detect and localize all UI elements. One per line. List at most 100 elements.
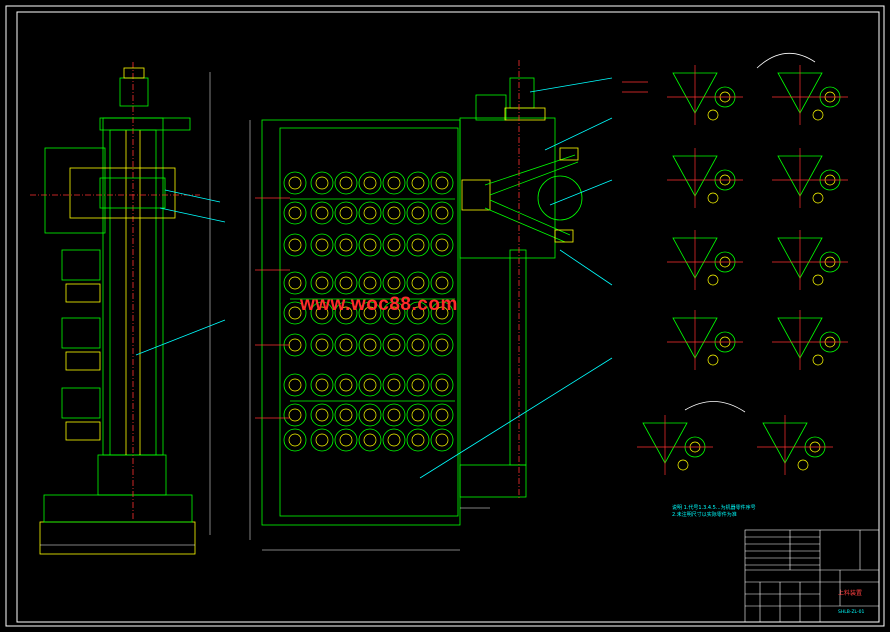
roller-outer [283, 301, 307, 325]
roller-inner [363, 206, 377, 220]
roller-outer [283, 171, 307, 195]
roller-outer [430, 233, 454, 257]
drawing-note: 说明 1.代号1.3.4.5...为机器零件序号 2.未注明尺寸以实际零件为准 [672, 505, 756, 519]
roller-inner [339, 378, 353, 392]
roller-outer [358, 373, 382, 397]
roller-outer [358, 171, 382, 195]
roller-outer [406, 333, 430, 357]
roller-outer [310, 233, 334, 257]
roller-inner [411, 238, 425, 252]
roller-outer [310, 271, 334, 295]
roller-inner [435, 206, 449, 220]
roller-outer [406, 233, 430, 257]
roller-outer [406, 201, 430, 225]
roller-outer [283, 271, 307, 295]
guide-pin [812, 109, 824, 121]
roller-inner [411, 338, 425, 352]
roller-inner [288, 306, 302, 320]
roller-outer [406, 403, 430, 427]
guide-pin [797, 459, 809, 471]
roller-outer [406, 171, 430, 195]
roller-inner [363, 238, 377, 252]
roller-inner [315, 176, 329, 190]
roller-inner [315, 378, 329, 392]
note-line-1: 说明 1.代号1.3.4.5...为机器零件序号 [672, 505, 756, 511]
roller-grid [283, 171, 455, 452]
roller-outer [334, 403, 358, 427]
roller-inner [363, 378, 377, 392]
guide-pin [707, 109, 719, 121]
roller-outer [430, 403, 454, 427]
sheet-outer-border [5, 5, 885, 627]
guide-pin [812, 192, 824, 204]
roller-outer [382, 333, 406, 357]
roller-inner [288, 408, 302, 422]
roller-inner [411, 378, 425, 392]
roller-inner [411, 433, 425, 447]
left-side-view [30, 62, 226, 555]
roller-outer [430, 271, 454, 295]
guide-pin [707, 192, 719, 204]
roller-outer [430, 301, 454, 325]
roller-outer [358, 271, 382, 295]
roller-inner [387, 433, 401, 447]
roller-outer [430, 428, 454, 452]
roller-inner [315, 408, 329, 422]
roller-inner [411, 408, 425, 422]
roller-inner [435, 276, 449, 290]
roller-inner [315, 276, 329, 290]
roller-inner [288, 378, 302, 392]
roller-inner [339, 206, 353, 220]
guide-pin [812, 274, 824, 286]
roller-outer [283, 201, 307, 225]
roller-inner [339, 433, 353, 447]
roller-outer [358, 428, 382, 452]
roller-inner [435, 338, 449, 352]
roller-outer [382, 201, 406, 225]
roller-outer [382, 403, 406, 427]
roller-inner [435, 433, 449, 447]
roller-outer [358, 301, 382, 325]
roller-outer [310, 201, 334, 225]
roller-outer [310, 333, 334, 357]
roller-inner [387, 276, 401, 290]
roller-outer [334, 233, 358, 257]
feed-arrow-lines [622, 81, 648, 93]
roller-inner [435, 408, 449, 422]
guide-pin [707, 274, 719, 286]
roller-outer [406, 301, 430, 325]
roller-outer [406, 373, 430, 397]
roller-outer [334, 373, 358, 397]
roller-inner [339, 306, 353, 320]
roller-outer [310, 301, 334, 325]
roller-inner [387, 378, 401, 392]
roller-inner [288, 433, 302, 447]
roller-inner [387, 176, 401, 190]
roller-outer [283, 403, 307, 427]
roller-outer [382, 301, 406, 325]
roller-inner [315, 338, 329, 352]
roller-outer [310, 403, 334, 427]
roller-outer [430, 171, 454, 195]
roller-outer [358, 233, 382, 257]
gripper-head-view [419, 60, 613, 509]
roller-outer [382, 171, 406, 195]
roller-inner [363, 433, 377, 447]
roller-outer [283, 373, 307, 397]
roller-inner [411, 206, 425, 220]
roller-inner [288, 276, 302, 290]
roller-outer [310, 428, 334, 452]
roller-inner [315, 238, 329, 252]
roller-inner [387, 306, 401, 320]
roller-inner [387, 338, 401, 352]
motion-arc-top [756, 52, 816, 69]
roller-inner [288, 338, 302, 352]
roller-outer [310, 373, 334, 397]
roller-inner [288, 176, 302, 190]
roller-inner [339, 276, 353, 290]
center-front-view [249, 119, 461, 551]
roller-inner [288, 206, 302, 220]
roller-outer [283, 428, 307, 452]
roller-inner [411, 276, 425, 290]
